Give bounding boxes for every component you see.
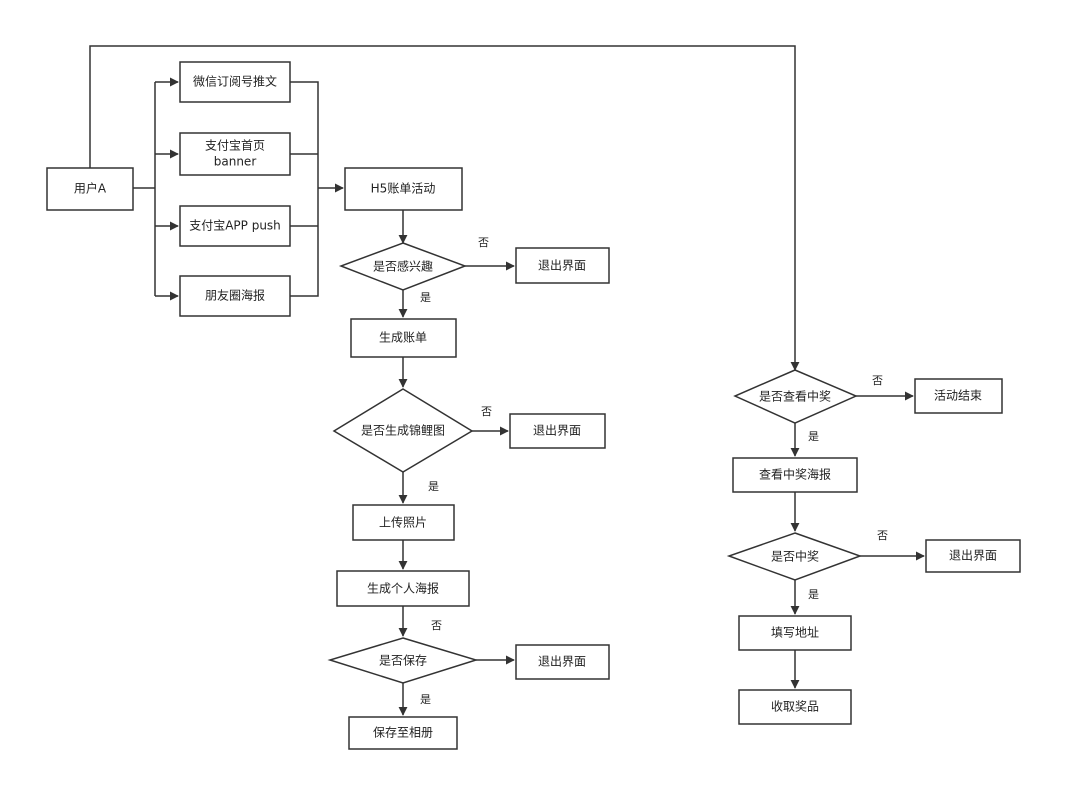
edge-label-no-view-prize: 否 bbox=[872, 374, 883, 387]
label-moments-poster: 朋友圈海报 bbox=[205, 288, 265, 303]
label-wechat-push: 微信订阅号推文 bbox=[193, 74, 277, 89]
node-alipay-app-push bbox=[179, 205, 291, 247]
shapes bbox=[46, 61, 1021, 750]
label-exit-2: 退出界面 bbox=[533, 424, 581, 438]
arrow-to-view-prize bbox=[89, 45, 800, 371]
node-generate-bill bbox=[350, 318, 457, 358]
node-exit-3 bbox=[515, 644, 610, 680]
node-h5-activity bbox=[344, 167, 463, 211]
label-koi-image: 是否生成锦鲤图 bbox=[361, 424, 445, 438]
edge-label-no-interested: 否 bbox=[478, 236, 489, 249]
label-alipay-banner-line2: banner bbox=[214, 155, 257, 169]
edge-label-no-won: 否 bbox=[877, 529, 888, 542]
decision-interested bbox=[338, 242, 468, 291]
decision-koi-image bbox=[332, 388, 474, 473]
label-generate-bill: 生成账单 bbox=[379, 331, 427, 345]
node-alipay-banner bbox=[179, 132, 291, 176]
node-receive-prize bbox=[738, 689, 852, 725]
node-exit-1 bbox=[515, 247, 610, 284]
label-personal-poster: 生成个人海报 bbox=[367, 581, 439, 596]
node-personal-poster bbox=[336, 570, 470, 607]
edge-label-yes-koi: 是 bbox=[428, 480, 439, 493]
label-interested: 是否感兴趣 bbox=[373, 259, 433, 274]
label-save-album: 保存至相册 bbox=[373, 726, 433, 740]
label-upload-photo: 上传照片 bbox=[379, 515, 427, 530]
edge-label-yes-won: 是 bbox=[808, 588, 819, 601]
node-upload-photo bbox=[352, 504, 455, 541]
node-save-album bbox=[348, 716, 458, 750]
edge-label-no-koi: 否 bbox=[481, 405, 492, 418]
label-exit-3: 退出界面 bbox=[538, 655, 586, 669]
node-user-a bbox=[46, 167, 134, 211]
edge-label-no-save: 否 bbox=[431, 619, 442, 632]
label-receive-prize: 收取奖品 bbox=[771, 700, 819, 714]
node-exit-2 bbox=[509, 413, 606, 449]
label-save: 是否保存 bbox=[379, 654, 427, 668]
node-fill-address bbox=[738, 615, 852, 651]
label-exit-1: 退出界面 bbox=[538, 259, 586, 273]
label-won: 是否中奖 bbox=[771, 549, 819, 564]
node-moments-poster bbox=[179, 275, 291, 317]
label-view-prize: 是否查看中奖 bbox=[759, 389, 831, 404]
node-view-prize-poster bbox=[732, 457, 858, 493]
label-view-prize-poster: 查看中奖海报 bbox=[759, 467, 831, 482]
label-fill-address: 填写地址 bbox=[771, 626, 819, 640]
label-alipay-banner-line1: 支付宝首页 bbox=[205, 139, 265, 153]
connector-channel-merge bbox=[290, 81, 319, 297]
edge-label-yes-interested: 是 bbox=[420, 291, 431, 304]
node-activity-end bbox=[914, 378, 1003, 414]
decision-view-prize bbox=[733, 369, 858, 424]
label-user-a: 用户A bbox=[74, 181, 107, 196]
decision-won bbox=[726, 532, 863, 581]
edge-labels: 否 是 否 是 否 是 否 是 否 是 bbox=[420, 236, 888, 706]
edge-label-yes-view-prize: 是 bbox=[808, 430, 819, 443]
label-activity-end: 活动结束 bbox=[934, 389, 982, 403]
node-labels: 用户A 微信订阅号推文 支付宝首页 banner 支付宝APP push 朋友圈… bbox=[74, 74, 997, 740]
decision-save bbox=[327, 637, 479, 684]
node-wechat-push bbox=[179, 61, 291, 103]
label-h5-activity: H5账单活动 bbox=[371, 182, 436, 196]
edge-label-yes-save: 是 bbox=[420, 693, 431, 706]
label-exit-4: 退出界面 bbox=[949, 549, 997, 563]
node-exit-4 bbox=[925, 539, 1021, 573]
label-alipay-app-push: 支付宝APP push bbox=[189, 219, 281, 233]
connectors bbox=[89, 45, 925, 716]
